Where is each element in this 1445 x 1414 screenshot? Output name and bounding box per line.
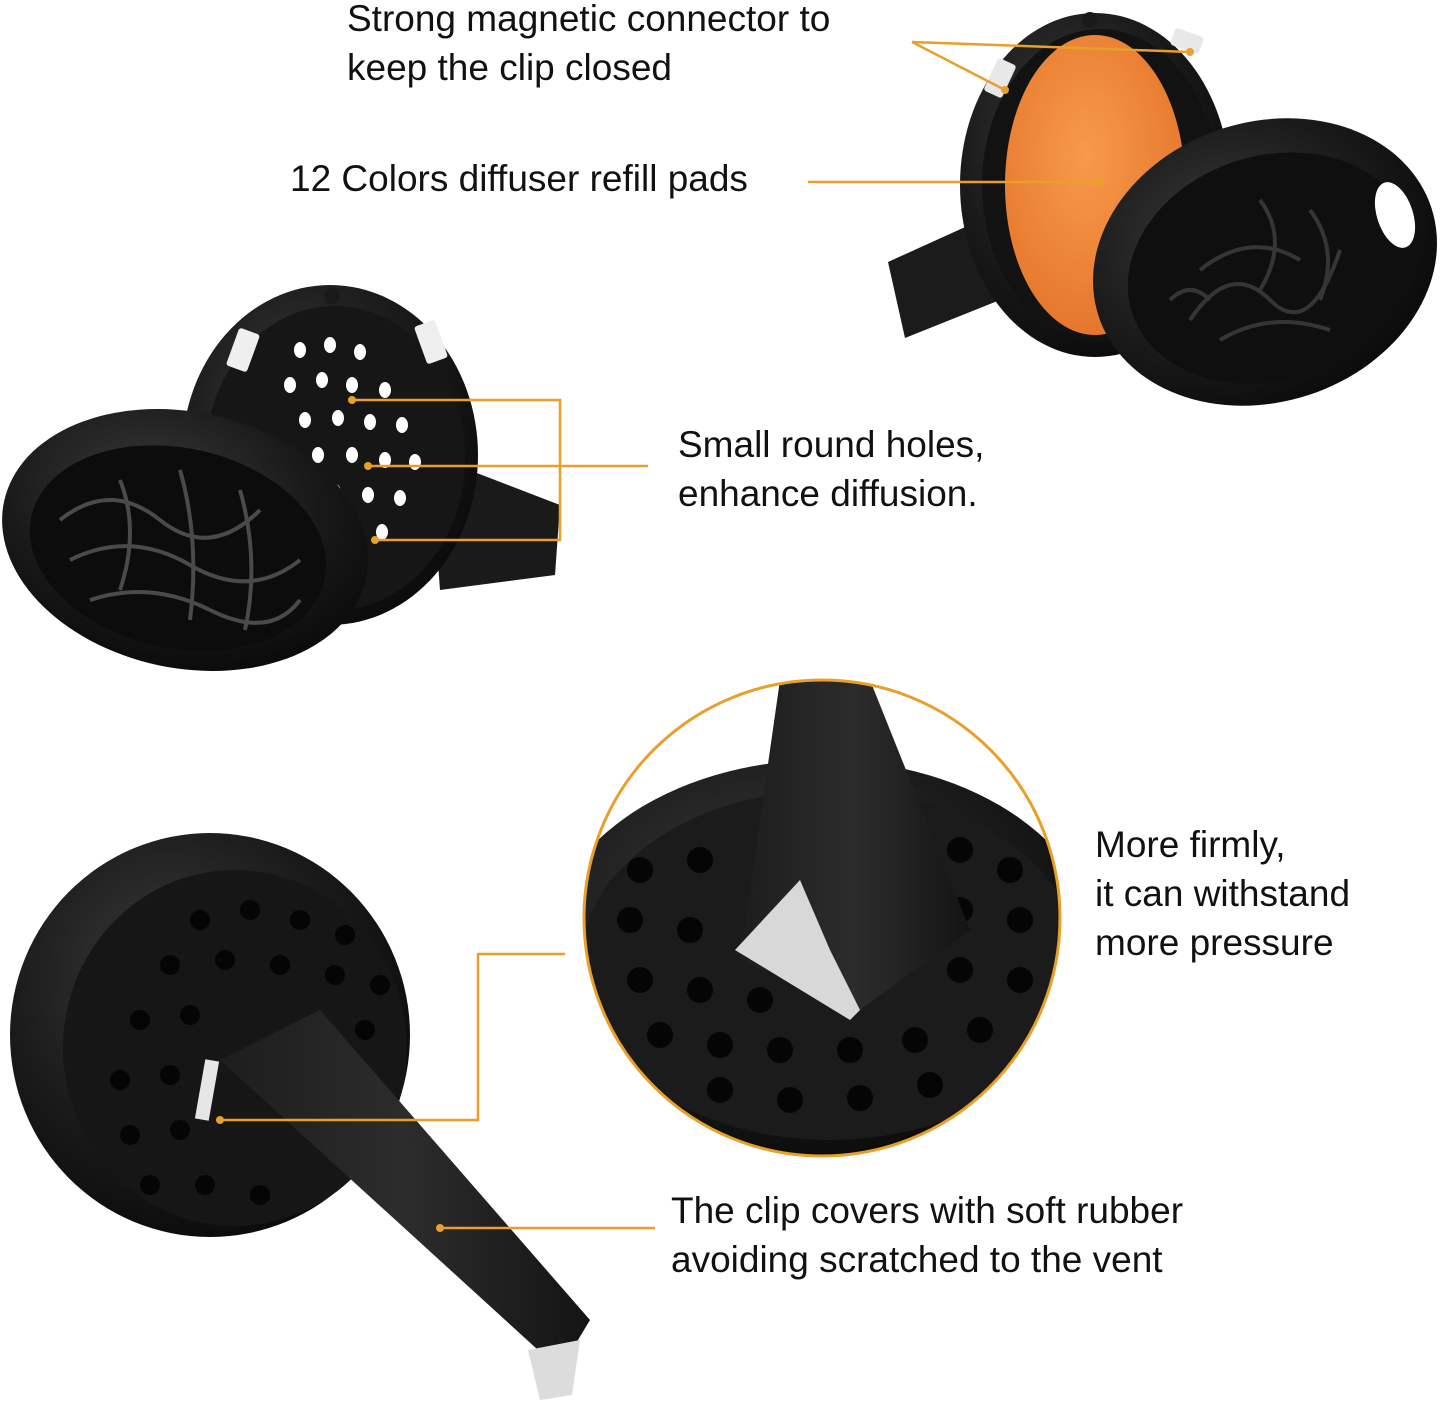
magnet-right bbox=[414, 320, 448, 364]
caption-line: more pressure bbox=[1095, 922, 1334, 963]
rubber-vent-clip bbox=[220, 1010, 590, 1370]
caption-line: keep the clip closed bbox=[347, 47, 672, 88]
open-locket-back-with-holes bbox=[2, 285, 560, 671]
clip-metal-spring bbox=[194, 1059, 220, 1121]
leader-magnet-left bbox=[911, 40, 1006, 92]
leader-holes-bracket bbox=[352, 398, 562, 542]
magnet-left bbox=[984, 58, 1016, 98]
zoom-holes bbox=[617, 837, 1033, 1113]
caption-firmness: More firmly, it can withstand more press… bbox=[1095, 820, 1350, 967]
caption-refill-pads: 12 Colors diffuser refill pads bbox=[290, 154, 748, 203]
caption-line: enhance diffusion. bbox=[678, 473, 978, 514]
caption-line: More firmly, bbox=[1095, 824, 1286, 865]
magnet-right bbox=[1170, 28, 1204, 54]
magnet-left bbox=[226, 328, 260, 372]
zoom-detail-clip-and-holes bbox=[582, 678, 1062, 1158]
caption-line: 12 Colors diffuser refill pads bbox=[290, 158, 748, 199]
leader-magnet-right bbox=[911, 40, 1191, 54]
caption-round-holes: Small round holes, enhance diffusion. bbox=[678, 420, 984, 518]
caption-line: Small round holes, bbox=[678, 424, 985, 465]
caption-line: avoiding scratched to the vent bbox=[671, 1239, 1163, 1280]
caption-line: Strong magnetic connector to bbox=[347, 0, 831, 39]
caption-rubber-clip: The clip covers with soft rubber avoidin… bbox=[671, 1186, 1183, 1284]
open-locket-with-orange-pad bbox=[888, 12, 1437, 406]
clip-metal-tip bbox=[528, 1340, 580, 1400]
closed-locket-with-vent-clip bbox=[10, 833, 590, 1400]
caption-magnetic-connector: Strong magnetic connector to keep the cl… bbox=[347, 0, 830, 92]
leader-lines bbox=[220, 40, 1191, 1230]
caption-line: The clip covers with soft rubber bbox=[671, 1190, 1184, 1231]
zoom-border bbox=[582, 678, 1062, 1158]
caption-line: it can withstand bbox=[1095, 873, 1351, 914]
zoom-metal-spring bbox=[735, 880, 860, 1020]
leader-zoom bbox=[220, 952, 565, 1122]
hinge-pin bbox=[1082, 12, 1098, 28]
